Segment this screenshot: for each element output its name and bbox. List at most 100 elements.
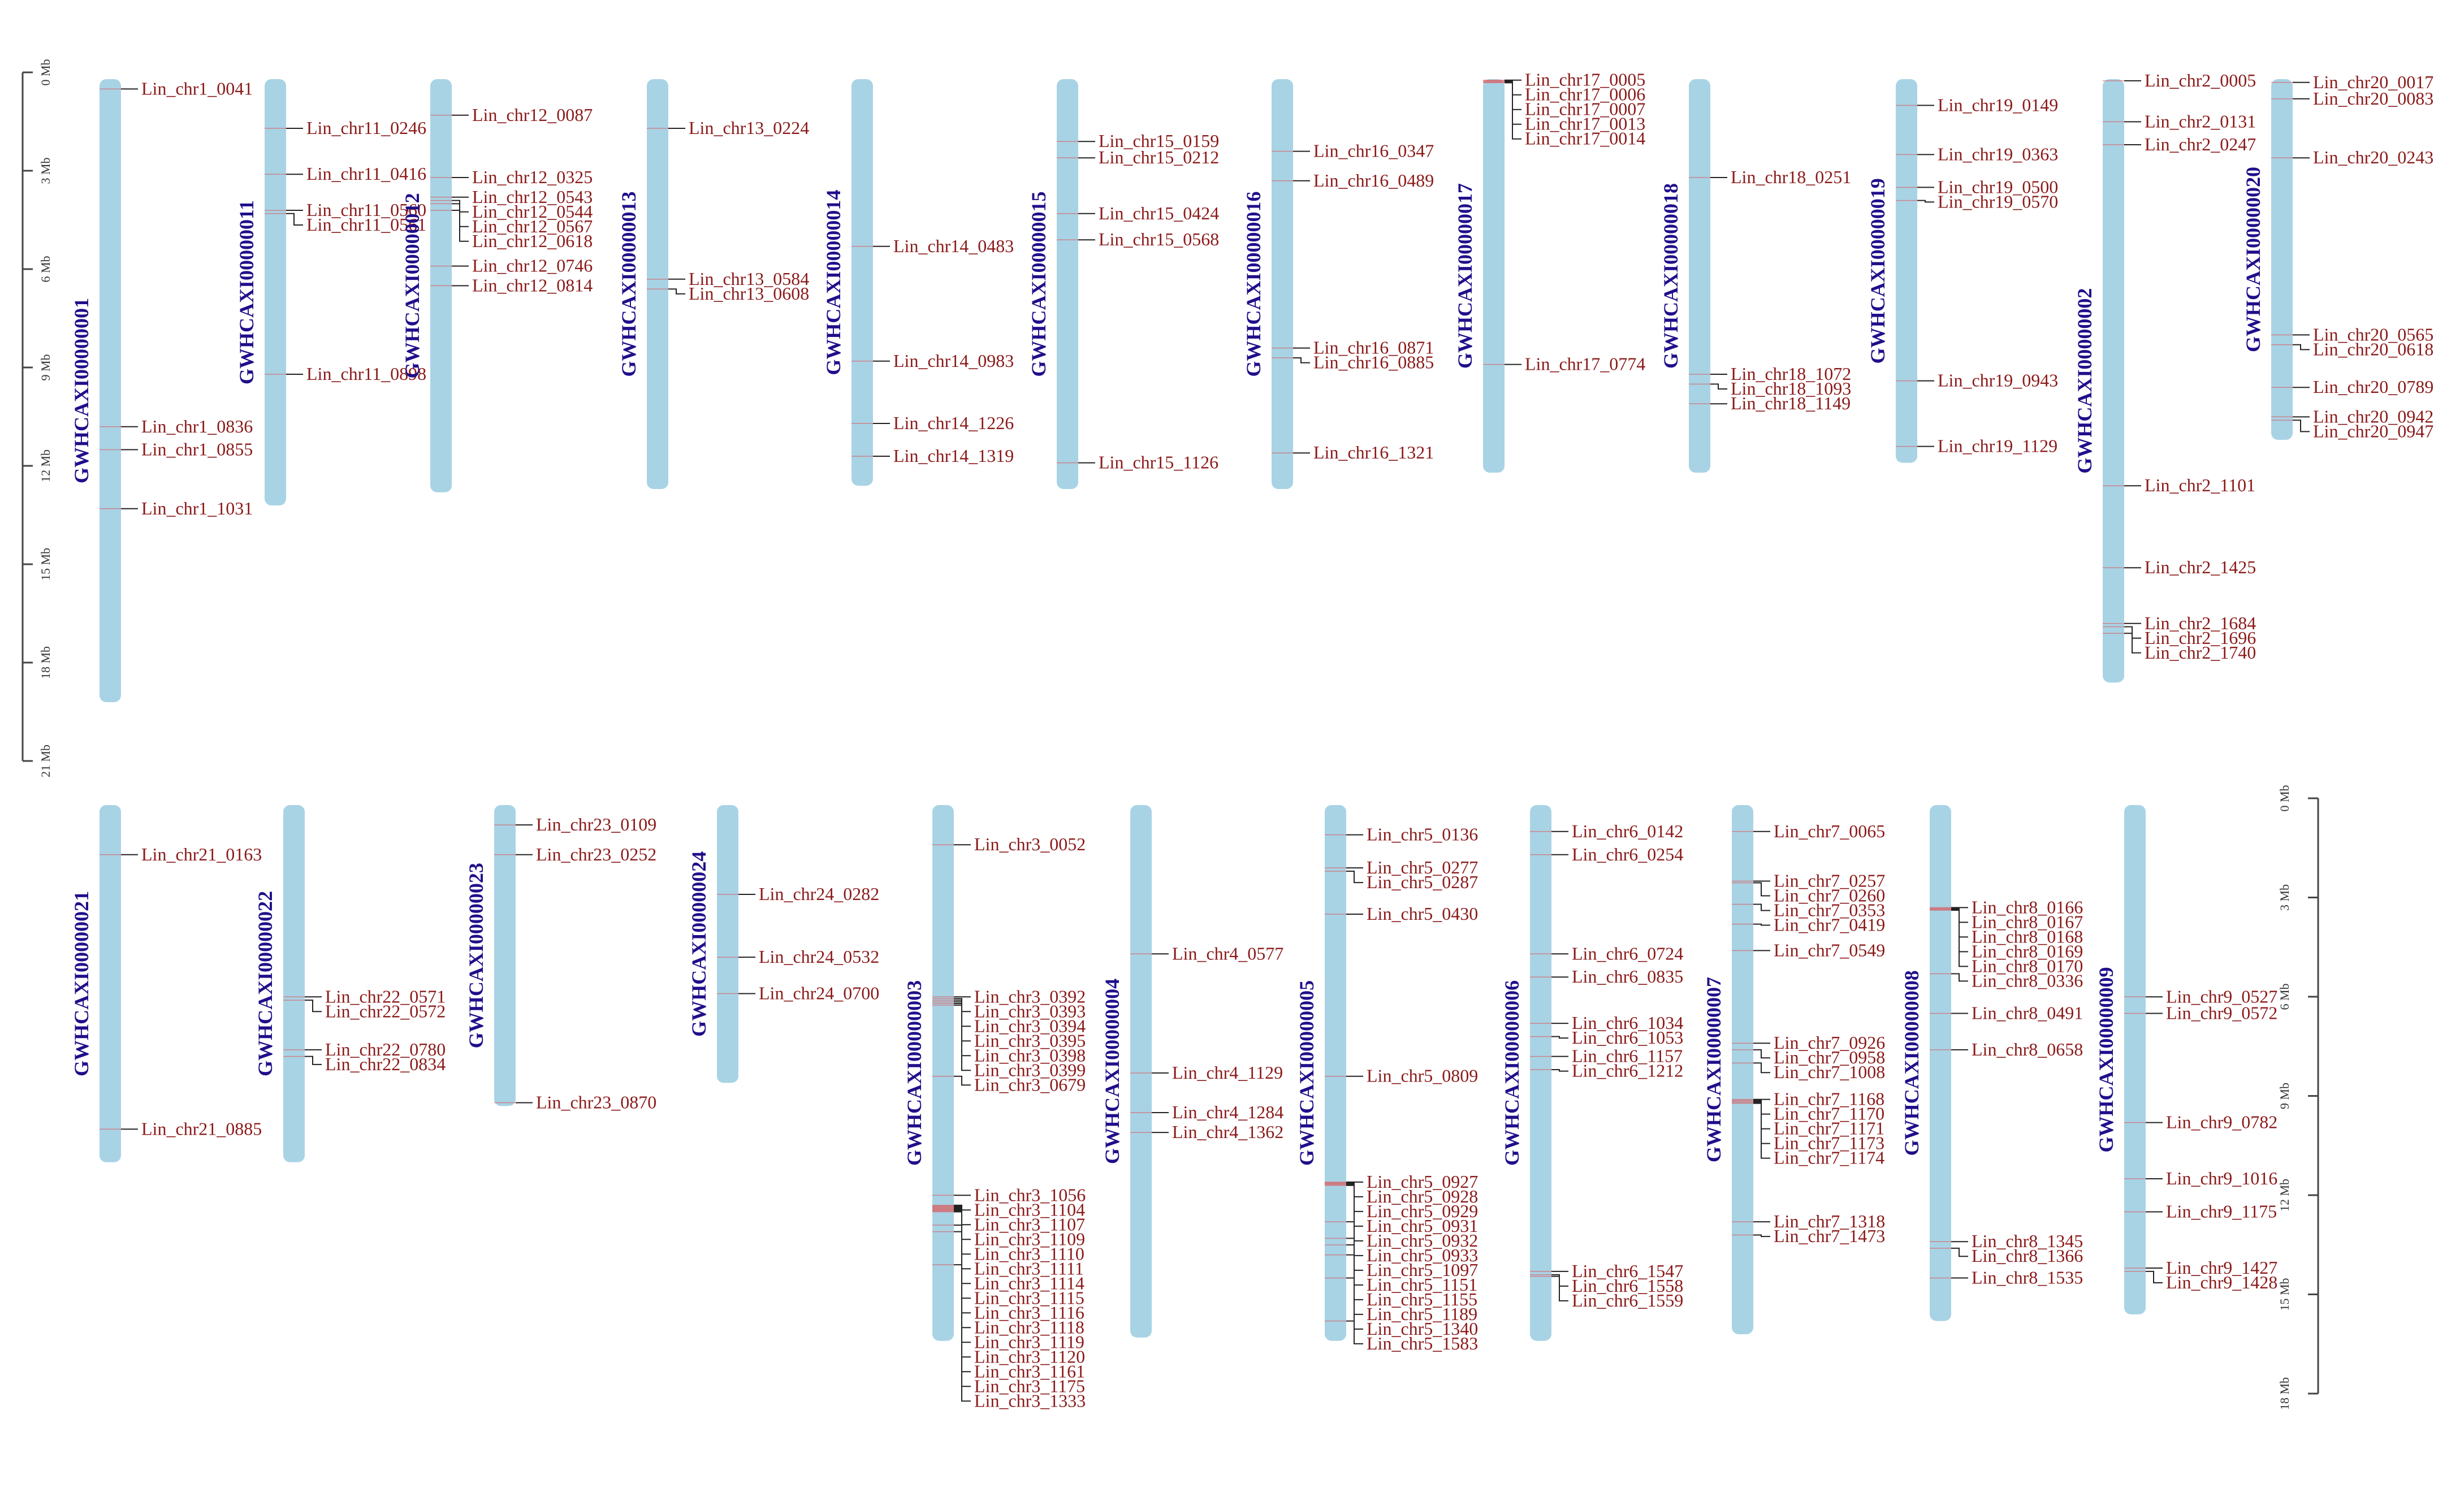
gene-label: Lin_chr3_1118 (974, 1317, 1084, 1337)
gene-label: Lin_chr8_1366 (1972, 1245, 2083, 1266)
gene-label: Lin_chr17_0005 (1525, 70, 1645, 90)
gene-connector (1551, 1275, 1568, 1301)
gene-label: Lin_chr4_0577 (1172, 943, 1283, 963)
gene-label: Lin_chr1_0041 (141, 78, 253, 98)
chromosome-name: GWHCAXI00000004 (1101, 979, 1123, 1164)
gene-label: Lin_chr18_0251 (1731, 167, 1851, 187)
gene-label: Lin_chr12_0544 (472, 201, 593, 222)
gene-connector (1951, 973, 1968, 982)
gene-connector (1551, 1069, 1568, 1072)
chromosome-bar (1530, 805, 1551, 1341)
gene-label: Lin_chr7_0260 (1774, 885, 1885, 906)
gene-label: Lin_chr8_0168 (1972, 926, 2083, 946)
gene-label: Lin_chr19_0943 (1938, 370, 2058, 391)
chromosome-bar (1057, 79, 1078, 489)
gene-connector (2124, 626, 2141, 639)
chromosome-GWHCAXI00000018: GWHCAXI00000018Lin_chr18_0251Lin_chr18_1… (1659, 79, 1851, 473)
chromosome-bar (494, 805, 516, 1106)
gene-label: Lin_chr3_0394 (974, 1015, 1086, 1036)
chromosome-GWHCAXI00000003: GWHCAXI00000003 Lin_chr3_0052Lin_chr3_039… (903, 805, 1086, 1411)
gene-connector (954, 1264, 971, 1402)
gene-label: Lin_chr5_1340 (1367, 1318, 1478, 1339)
gene-label: Lin_chr16_1321 (1313, 442, 1434, 462)
chromosome-GWHCAXI00000011: GWHCAXI00000011Lin_chr11_0246Lin_chr11_0… (235, 79, 426, 505)
gene-label: Lin_chr8_0169 (1972, 941, 2083, 961)
gene-label: Lin_chr7_0926 (1774, 1032, 1885, 1053)
gene-label: Lin_chr3_1104 (974, 1199, 1085, 1219)
gene-label: Lin_chr22_0571 (325, 986, 446, 1006)
scale-tick-label: 3 Mb (38, 157, 53, 184)
gene-connector (1951, 1247, 1968, 1257)
gene-label: Lin_chr3_0392 (974, 986, 1086, 1006)
gene-label: Lin_chr9_1175 (2166, 1201, 2277, 1222)
gene-label: Lin_chr22_0834 (325, 1054, 446, 1074)
scale-tick-label: 6 Mb (2277, 983, 2292, 1010)
gene-label: Lin_chr4_1129 (1172, 1062, 1283, 1083)
gene-label: Lin_chr9_1016 (2166, 1168, 2277, 1188)
scale-tick-label: 15 Mb (38, 548, 53, 581)
scale-tick-label: 9 Mb (38, 354, 53, 380)
chromosome-name: GWHCAXI00000022 (254, 891, 276, 1076)
gene-label: Lin_chr3_1116 (974, 1302, 1084, 1322)
gene-label: Lin_chr17_0006 (1525, 84, 1645, 105)
chromosome-bar (851, 79, 873, 486)
scale-tick-label: 12 Mb (38, 449, 53, 482)
scale-tick-label: 9 Mb (2277, 1083, 2292, 1109)
gene-connector (1753, 882, 1770, 897)
gene-label: Lin_chr8_1535 (1972, 1268, 2083, 1288)
gene-label: Lin_chr7_1473 (1774, 1226, 1885, 1246)
gene-label: Lin_chr23_0870 (536, 1092, 656, 1113)
gene-label: Lin_chr2_1740 (2145, 642, 2256, 663)
gene-label: Lin_chr3_0393 (974, 1001, 1086, 1021)
gene-label: Lin_chr17_0014 (1525, 128, 1645, 149)
chromosome-GWHCAXI00000007: GWHCAXI00000007Lin_chr7_0065Lin_chr7_025… (1702, 805, 1885, 1334)
gene-label: Lin_chr9_1428 (2166, 1272, 2277, 1292)
gene-label: Lin_chr15_0159 (1099, 131, 1219, 151)
gene-label: Lin_chr12_0746 (472, 256, 593, 276)
gene-label: Lin_chr5_0927 (1367, 1171, 1478, 1192)
gene-connector (2146, 1270, 2163, 1283)
gene-label: Lin_chr19_0500 (1938, 176, 2058, 197)
gene-label: Lin_chr3_1333 (974, 1390, 1086, 1411)
gene-label: Lin_chr15_0568 (1099, 229, 1219, 249)
gene-label: Lin_chr6_0835 (1572, 966, 1683, 987)
gene-label: Lin_chr15_0212 (1099, 147, 1219, 167)
gene-label: Lin_chr5_0931 (1367, 1216, 1478, 1236)
gene-label: Lin_chr7_0065 (1774, 821, 1885, 841)
gene-label: Lin_chr2_0005 (2145, 70, 2256, 90)
gene-label: Lin_chr12_0618 (472, 231, 593, 251)
gene-label: Lin_chr20_0947 (2313, 421, 2433, 441)
chromosome-bar (265, 79, 286, 505)
gene-label: Lin_chr21_0163 (141, 844, 262, 864)
gene-label: Lin_chr12_0325 (472, 167, 593, 187)
gene-label: Lin_chr11_0561 (306, 214, 426, 235)
gene-connector (1753, 1049, 1770, 1059)
gene-connector (1753, 1234, 1770, 1238)
chromosome-GWHCAXI00000017: GWHCAXI00000017Lin_chr17_0005Lin_chr17_0… (1454, 70, 1645, 473)
gene-label: Lin_chr20_0017 (2313, 72, 2433, 92)
gene-label: Lin_chr5_0809 (1367, 1066, 1478, 1086)
chromosome-GWHCAXI00000020: GWHCAXI00000020Lin_chr20_0017Lin_chr20_0… (2242, 72, 2433, 442)
gene-label: Lin_chr23_0109 (536, 814, 656, 834)
chromosome-bar (100, 805, 121, 1162)
chromosome-bar (1930, 805, 1951, 1321)
gene-label: Lin_chr3_1114 (974, 1273, 1084, 1293)
gene-label: Lin_chr7_1008 (1774, 1062, 1885, 1082)
gene-label: Lin_chr17_0013 (1525, 114, 1645, 134)
gene-label: Lin_chr2_1101 (2145, 475, 2255, 495)
gene-label: Lin_chr3_0052 (974, 834, 1086, 854)
gene-connector (305, 1000, 322, 1013)
gene-label: Lin_chr1_0855 (141, 439, 253, 459)
chromosome-GWHCAXI00000019: GWHCAXI00000019Lin_chr19_0149Lin_chr19_0… (1866, 79, 2058, 463)
chromosome-name: GWHCAXI00000006 (1501, 980, 1523, 1166)
scale-tick-label: 0 Mb (2277, 785, 2292, 811)
gene-label: Lin_chr7_1170 (1774, 1104, 1884, 1124)
gene-label: Lin_chr6_1034 (1572, 1013, 1683, 1033)
gene-label: Lin_chr3_1110 (974, 1243, 1084, 1264)
chromosome-bar (932, 805, 954, 1341)
gene-label: Lin_chr6_1547 (1572, 1261, 1683, 1281)
chromosome-name: GWHCAXI00000003 (903, 980, 926, 1166)
gene-label: Lin_chr7_1168 (1774, 1089, 1884, 1109)
gene-label: Lin_chr7_0419 (1774, 915, 1885, 935)
